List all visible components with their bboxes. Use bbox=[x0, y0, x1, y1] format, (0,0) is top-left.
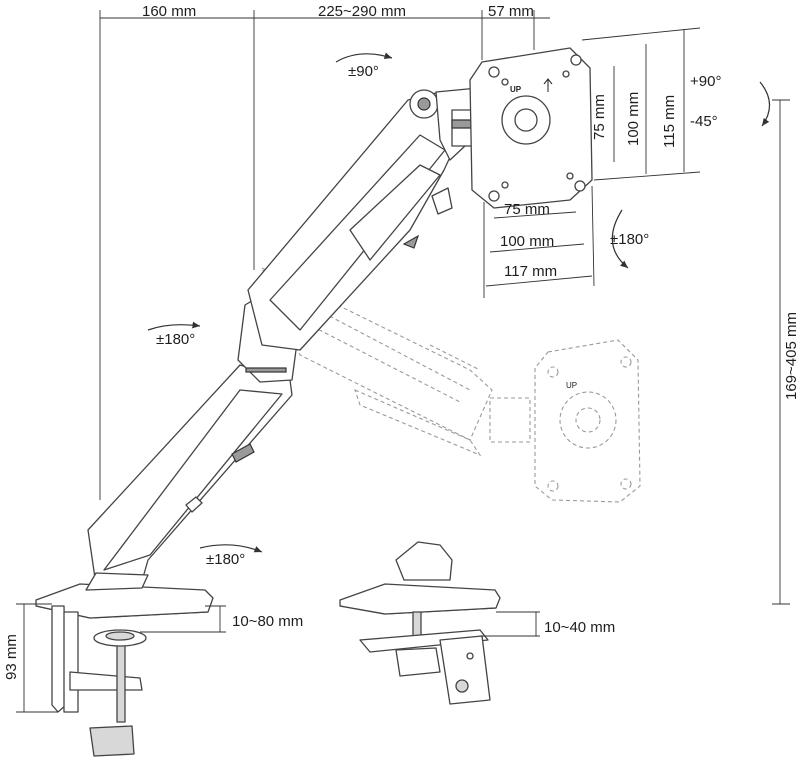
dim-arm-base: 160 mm bbox=[142, 3, 196, 20]
dim-clamp-thickness: 10~80 mm bbox=[232, 613, 303, 630]
elbow-rotation-arrow-icon bbox=[147, 321, 201, 331]
dim-vesa-115-v: 115 mm bbox=[661, 95, 678, 148]
rot-plate: ±180° bbox=[610, 231, 649, 248]
dim-grommet-thickness: 10~40 mm bbox=[544, 619, 615, 636]
dim-clamp-height: 93 mm bbox=[3, 634, 20, 680]
dim-vesa-117-h: 117 mm bbox=[504, 263, 557, 280]
rot-head-swivel: ±90° bbox=[348, 63, 379, 80]
dimension-lines bbox=[16, 10, 790, 713]
dim-vesa-100-v: 100 mm bbox=[625, 92, 642, 146]
base-rotation-arrow-icon bbox=[199, 544, 263, 553]
dim-head-depth: 57 mm bbox=[488, 3, 534, 20]
rot-tilt-up: +90° bbox=[690, 73, 721, 90]
ghost-up-mark: UP bbox=[566, 381, 577, 390]
rot-base: ±180° bbox=[206, 551, 245, 568]
vesa-plate: UP bbox=[469, 47, 593, 209]
dim-vesa-100-h: 100 mm bbox=[500, 233, 554, 250]
up-mark: UP bbox=[510, 85, 522, 94]
up-arrow-icon bbox=[543, 78, 553, 92]
dim-arm-extension: 225~290 mm bbox=[318, 3, 406, 20]
head-swivel-arrow-icon bbox=[335, 52, 393, 63]
rotation-arrows bbox=[147, 52, 771, 553]
dim-height-range: 169~405 mm bbox=[783, 312, 800, 400]
tilt-arrow-icon bbox=[759, 81, 771, 127]
rot-tilt-down: -45° bbox=[690, 113, 718, 130]
desk-clamp bbox=[35, 583, 214, 757]
plate-rotation-arrow-icon bbox=[611, 209, 629, 269]
labels: 160 mm 225~290 mm 57 mm ±90° +90° -45° 7… bbox=[3, 3, 800, 680]
upper-arm bbox=[247, 87, 483, 351]
dim-vesa-75-h: 75 mm bbox=[504, 201, 550, 218]
dim-vesa-75-v: 75 mm bbox=[591, 94, 608, 140]
rot-elbow: ±180° bbox=[156, 331, 195, 348]
grommet-mount bbox=[339, 541, 501, 705]
